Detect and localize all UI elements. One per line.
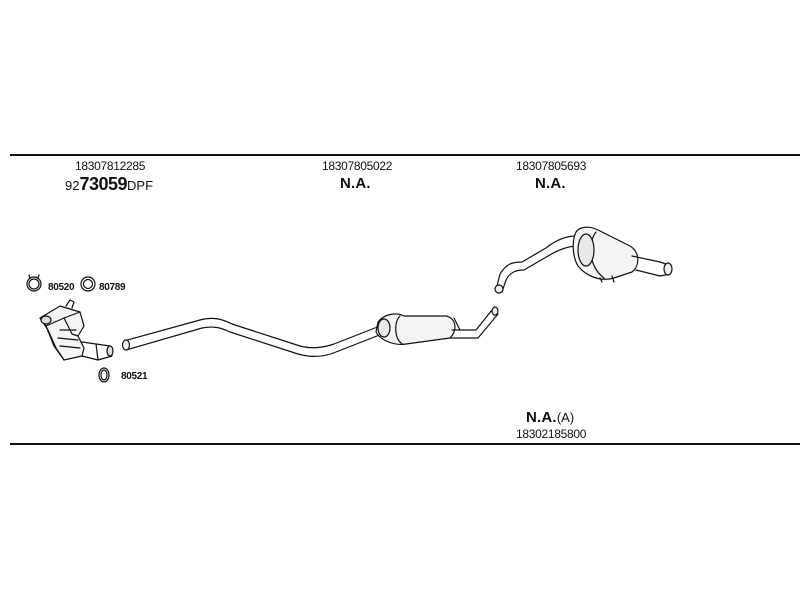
middle-silencer-code: N.A.	[340, 175, 371, 192]
mounting-kit-code: N.A.(A)	[526, 410, 574, 426]
rear-silencer-code: N.A.	[535, 175, 566, 192]
catalyst-code-prefix: 92	[65, 178, 80, 193]
mounting-kit-code-main: N.A.	[526, 409, 557, 426]
catalyst-code-main: 73059	[79, 174, 128, 194]
front-pipe-icon	[121, 317, 383, 358]
small-part-label-80789: 80789	[99, 282, 126, 293]
rear-silencer-icon	[494, 226, 673, 294]
part-number-rear-silencer: 18307805693	[516, 159, 587, 173]
part-number-middle-silencer: 18307805022	[322, 159, 393, 173]
part-number-mounting-kit: 18302185800	[516, 427, 587, 441]
catalyst-code: 9273059DPF	[65, 175, 153, 194]
part-number-catalyst: 18307812285	[75, 159, 146, 173]
small-part-label-80521: 80521	[121, 371, 148, 382]
clamp-80520-icon	[26, 274, 42, 292]
mounting-kit-code-suffix: (A)	[556, 410, 575, 425]
catalyst-code-suffix: DPF	[127, 178, 154, 193]
middle-silencer-icon	[375, 306, 499, 345]
gasket-80789-icon	[80, 276, 96, 292]
top-divider	[10, 154, 800, 156]
catalytic-converter-icon	[39, 299, 114, 361]
gasket-80521-icon	[98, 367, 110, 383]
bottom-divider	[10, 443, 800, 445]
small-part-label-80520: 80520	[48, 282, 75, 293]
